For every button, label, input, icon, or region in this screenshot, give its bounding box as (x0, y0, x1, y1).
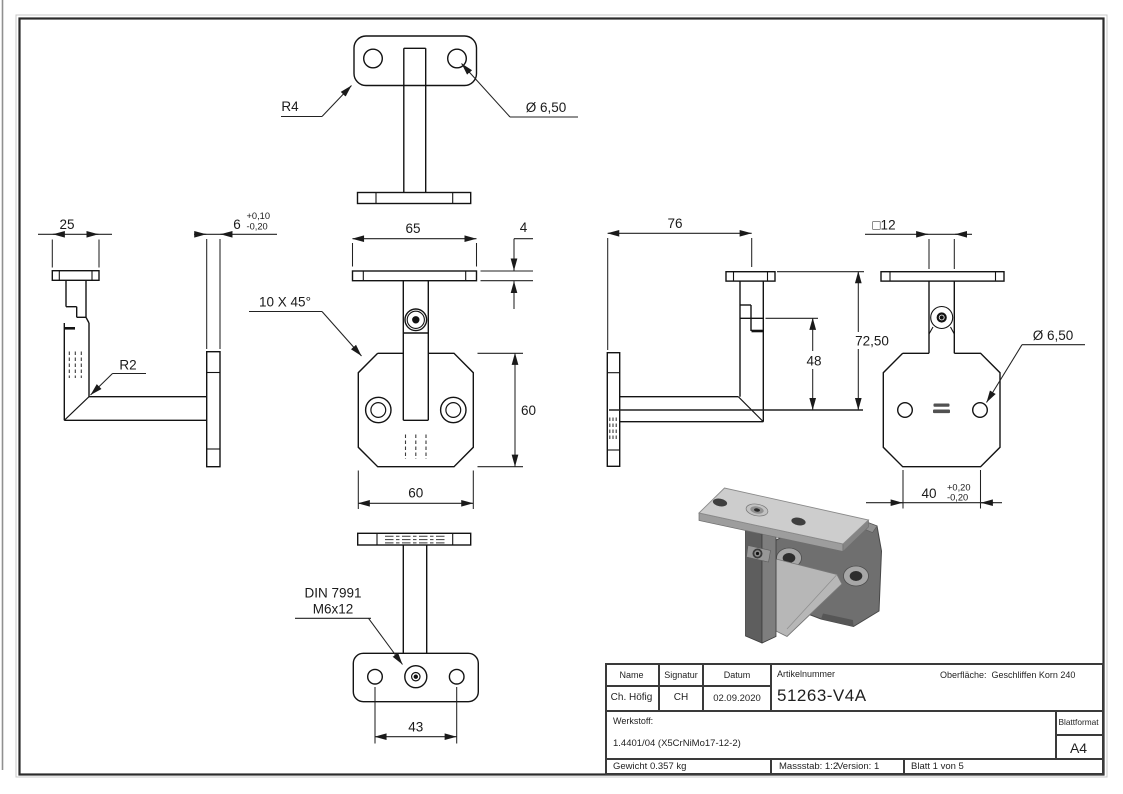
rear-view-width-tol-plus: +0,20 (947, 483, 971, 493)
front-view-thickness-tol-plus: +0,10 (247, 211, 271, 221)
werkstoff-label: Werkstoff: (613, 716, 654, 726)
front-view-chamfer-label: 10 X 45° (259, 295, 311, 310)
rear-view-width-tol-minus: -0,20 (947, 493, 968, 503)
left-side-view: 25 R2 (38, 217, 221, 468)
bottom-view: DIN 7991 M6x12 43 (295, 532, 479, 744)
oberflaeche-label: Oberfläche: (940, 670, 987, 680)
oberflaeche-value: Geschliffen Korn 240 (991, 670, 1076, 680)
front-view-thickness-dim: 6 (233, 217, 241, 232)
blattformat-label: Blattformat (1058, 717, 1099, 727)
top-view-hole-label: Ø 6,50 (526, 100, 567, 115)
blattformat-value: A4 (1069, 740, 1088, 756)
top-view-radius-label: R4 (281, 99, 299, 114)
rear-view-hole-label: Ø 6,50 (1033, 328, 1074, 343)
gewicht: Gewicht 0.357 kg (613, 761, 687, 772)
top-view: R4 Ø 6,50 (281, 35, 578, 205)
rear-view-width-dim: 40 (921, 486, 936, 501)
header-signatur: Signatur (664, 670, 698, 680)
blatt: Blatt 1 von 5 (911, 761, 964, 772)
value-signatur: CH (673, 692, 689, 703)
version: Version: 1 (837, 761, 880, 772)
front-view: 6 +0,10 -0,20 65 4 10 X 45° 60 60 (194, 211, 536, 509)
massstab: Massstab: 1:2 (779, 761, 839, 772)
front-view-plate-width-dim: 65 (405, 221, 420, 236)
front-view-height-dim: 60 (521, 403, 536, 418)
right-view-total-height-dim: 72,50 (855, 334, 889, 349)
sheet-frame (1, 0, 1108, 778)
rear-view-stem-dim: □12 (872, 218, 895, 233)
value-artikelnummer: 51263-V4A (777, 686, 867, 705)
right-view-depth-dim: 76 (667, 216, 682, 231)
isometric-view (698, 487, 883, 644)
left-view-width-dim: 25 (59, 217, 74, 232)
right-side-view: 76 48 72,50 (606, 216, 893, 468)
right-view-arm-height-dim: 48 (806, 354, 821, 369)
bottom-view-hole-spacing-dim: 43 (408, 720, 423, 735)
werkstoff-value: 1.4401/04 (X5CrNiMo17-12-2) (613, 738, 741, 749)
header-datum: Datum (723, 670, 751, 680)
front-view-plate-thickness-dim: 4 (520, 220, 528, 235)
bottom-view-screw-size: M6x12 (313, 602, 354, 617)
bottom-view-screw-norm: DIN 7991 (304, 586, 361, 601)
rear-view: □12 Ø 6,50 40 +0,20 -0,20 (865, 218, 1085, 509)
header-oberflaeche: Oberfläche: Geschliffen Korn 240 (940, 670, 1075, 680)
left-view-radius-label: R2 (119, 358, 136, 373)
value-name: Ch. Höfig (610, 692, 653, 703)
header-artikelnummer: Artikelnummer (777, 669, 836, 679)
front-view-thickness-tol-minus: -0,20 (247, 222, 268, 232)
value-datum: 02.09.2020 (713, 693, 761, 704)
title-block: Name Signatur Datum Artikelnummer Oberfl… (605, 663, 1104, 775)
front-view-width-dim: 60 (408, 486, 423, 501)
header-name: Name (619, 670, 644, 680)
engraving-mark (933, 403, 950, 414)
